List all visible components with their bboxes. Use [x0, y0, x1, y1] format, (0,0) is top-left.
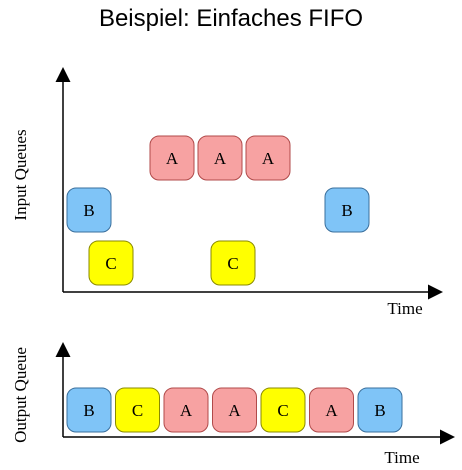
output-y-label: Output Queue	[11, 347, 30, 443]
block-label: A	[325, 401, 338, 420]
block-a: A	[245, 135, 291, 181]
block-shape	[88, 240, 134, 286]
block-shape	[212, 387, 257, 433]
output-queue-panel: Output Queue Time B C A A C A B	[11, 342, 455, 467]
block-label: C	[132, 401, 143, 420]
block-c: C	[210, 240, 256, 286]
block-shape	[115, 387, 160, 433]
block-shape	[245, 135, 291, 181]
block-label: A	[180, 401, 193, 420]
block-label: A	[228, 401, 241, 420]
block-c: C	[115, 387, 160, 433]
block-label: C	[105, 254, 116, 273]
block-c: C	[88, 240, 134, 286]
block-label: A	[166, 149, 179, 168]
output-x-label: Time	[384, 448, 419, 467]
block-a: A	[197, 135, 243, 181]
block-shape	[260, 387, 306, 433]
input-y-label: Input Queues	[11, 129, 30, 220]
block-shape	[66, 187, 112, 233]
block-label: A	[262, 149, 275, 168]
input-blocks: A A A B B C C	[66, 135, 370, 286]
block-b: B	[66, 187, 112, 233]
block-shape	[66, 387, 112, 433]
diagram-title: Beispiel: Einfaches FIFO	[99, 5, 363, 32]
input-queues-panel: Input Queues Time A A A B B C C	[11, 67, 443, 318]
block-shape	[210, 240, 256, 286]
block-shape	[324, 187, 370, 233]
block-label: A	[214, 149, 227, 168]
block-a: A	[309, 387, 354, 433]
block-shape	[163, 387, 209, 433]
block-label: C	[227, 254, 238, 273]
block-label: B	[83, 201, 94, 220]
block-label: B	[374, 401, 385, 420]
block-b: B	[324, 187, 370, 233]
block-shape	[197, 135, 243, 181]
block-label: B	[83, 401, 94, 420]
block-label: B	[341, 201, 352, 220]
block-b: B	[357, 387, 403, 433]
block-shape	[309, 387, 354, 433]
block-shape	[149, 135, 195, 181]
block-a: A	[163, 387, 209, 433]
block-c: C	[260, 387, 306, 433]
block-label: C	[277, 401, 288, 420]
block-a: A	[212, 387, 257, 433]
block-a: A	[149, 135, 195, 181]
input-x-label: Time	[387, 299, 422, 318]
block-b: B	[66, 387, 112, 433]
block-shape	[357, 387, 403, 433]
